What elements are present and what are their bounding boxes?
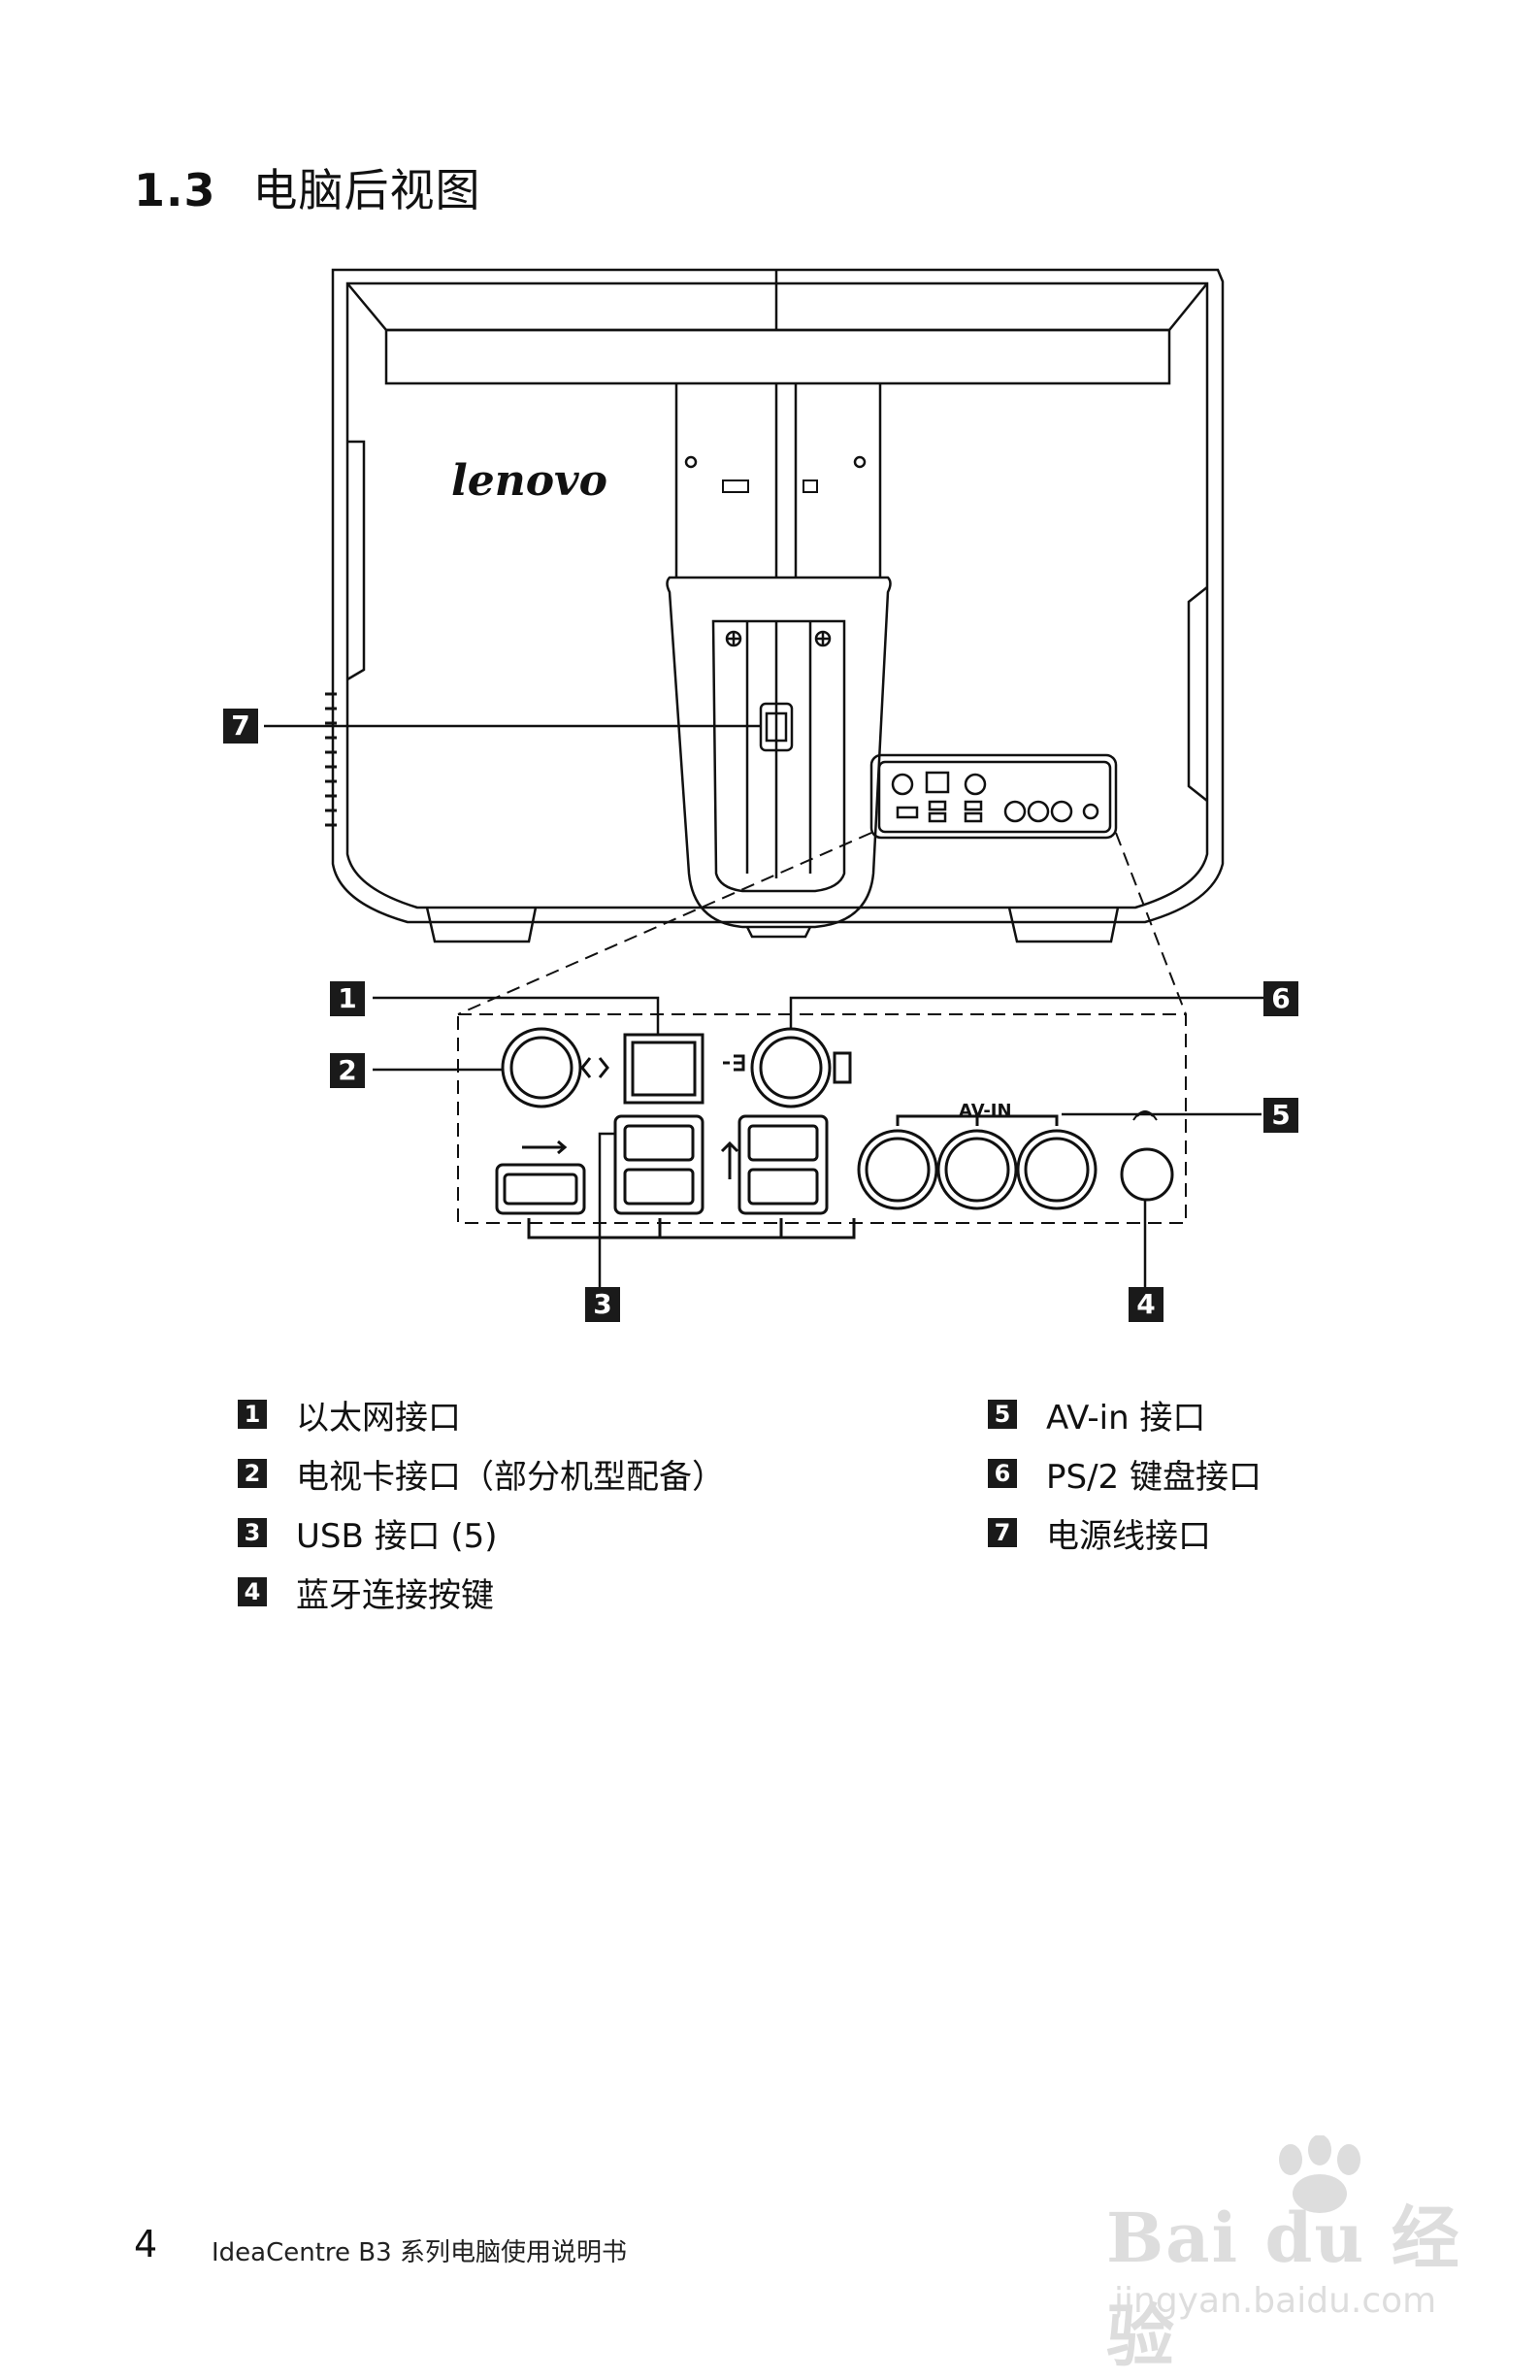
usb-icon <box>522 1140 568 1155</box>
ps2-port <box>750 1027 832 1108</box>
legend-number: 6 <box>988 1459 1017 1488</box>
legend-number: 7 <box>988 1518 1017 1547</box>
zoomed-port-panel <box>495 1027 1174 1240</box>
legend-item: 2 电视卡接口（部分机型配备） <box>238 1454 725 1497</box>
monitor-outline <box>325 268 1225 943</box>
legend-text: 以太网接口 <box>296 1398 461 1438</box>
usb-icon-2 <box>720 1140 739 1179</box>
callout-5: 5 <box>1263 1098 1298 1133</box>
lenovo-logo: lenovo <box>451 456 607 506</box>
callout-6: 6 <box>1263 981 1298 1016</box>
callout-3: 3 <box>585 1287 620 1322</box>
section-heading: 1.3 电脑后视图 <box>134 155 481 219</box>
legend-item: 6 PS/2 键盘接口 <box>988 1454 1261 1497</box>
bluetooth-icon <box>1132 1110 1158 1121</box>
paw-icon <box>1279 2135 1360 2213</box>
bluetooth-button <box>1120 1147 1174 1202</box>
legend-number: 5 <box>988 1400 1017 1429</box>
legend-item: 1 以太网接口 <box>238 1395 461 1438</box>
callout-2: 2 <box>330 1053 365 1088</box>
legend-number: 2 <box>238 1459 267 1488</box>
callout-7: 7 <box>223 709 258 744</box>
footer-title: IdeaCentre B3 系列电脑使用说明书 <box>212 2238 627 2267</box>
watermark-site: jingyan.baidu.com <box>1114 2281 1437 2321</box>
legend-number: 4 <box>238 1577 267 1606</box>
zoom-guides <box>457 832 1187 1224</box>
callout-4: 4 <box>1129 1287 1163 1322</box>
callout-1: 1 <box>330 981 365 1016</box>
port-icon <box>803 479 818 493</box>
baidu-watermark: Bai du 经验 jingyan.baidu.com <box>1106 2135 1514 2376</box>
av-in-port-3 <box>1016 1129 1098 1210</box>
connector-icon <box>722 479 749 493</box>
legend-text: 电视卡接口（部分机型配备） <box>296 1457 725 1497</box>
legend-text: AV-in 接口 <box>1046 1398 1206 1438</box>
usb-port-5 <box>747 1168 819 1206</box>
callout-leaders <box>264 724 1263 1304</box>
legend-item: 3 USB 接口 (5) <box>238 1513 498 1556</box>
legend-item: 7 电源线接口 <box>988 1513 1211 1556</box>
legend-text: 电源线接口 <box>1046 1516 1211 1556</box>
page-number: 4 <box>134 2223 158 2265</box>
usb-port-4 <box>747 1124 819 1162</box>
section-number: 1.3 <box>134 164 216 216</box>
legend-text: 蓝牙连接按键 <box>296 1575 494 1615</box>
av-in-port-1 <box>857 1129 938 1210</box>
av-in-label: AV-IN <box>959 1101 1012 1121</box>
legend-text: USB 接口 (5) <box>296 1516 498 1556</box>
keyboard-icon <box>833 1051 852 1084</box>
legend-text: PS/2 键盘接口 <box>1046 1457 1261 1497</box>
usb-port-2 <box>623 1124 695 1162</box>
legend-number: 1 <box>238 1400 267 1429</box>
section-title: 电脑后视图 <box>252 164 481 216</box>
usb-port-1 <box>495 1163 586 1215</box>
legend-item: 4 蓝牙连接按键 <box>238 1572 494 1615</box>
tv-card-port <box>501 1027 582 1108</box>
legend-number: 3 <box>238 1518 267 1547</box>
av-in-port-2 <box>936 1129 1018 1210</box>
side-vents <box>325 692 337 827</box>
tv-icon <box>580 1057 609 1078</box>
network-icon <box>723 1054 745 1072</box>
legend-item: 5 AV-in 接口 <box>988 1395 1205 1438</box>
usb-port-3 <box>623 1168 695 1206</box>
ethernet-port <box>623 1033 704 1105</box>
